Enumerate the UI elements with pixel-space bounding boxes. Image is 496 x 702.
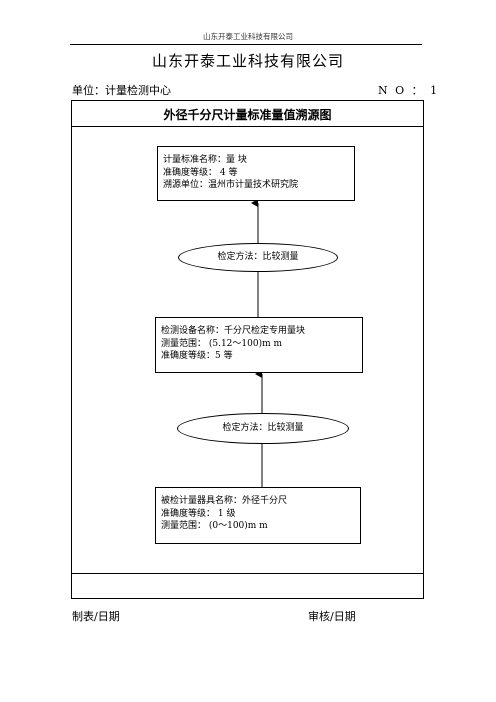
- device-accuracy: 准确度等级：5 等: [161, 351, 233, 361]
- prepared-by-date: 制表/日期: [72, 610, 120, 623]
- method-2-label: 检定方法：比较测量: [222, 423, 304, 433]
- instrument-name: 被检计量器具名称：外径千分尺: [161, 496, 288, 506]
- frame-bottom-divider: [71, 573, 424, 574]
- running-header: 山东开泰工业科技有限公司: [203, 32, 293, 41]
- method-oval-1: 检定方法：比较测量: [178, 243, 338, 272]
- instrument-accuracy: 准确度等级： 1 级: [161, 508, 236, 519]
- instrument-box: 被检计量器具名称：外径千分尺 准确度等级： 1 级 测量范围： (0～100)m…: [155, 487, 361, 544]
- standard-accuracy: 准确度等级： 4 等: [163, 167, 238, 178]
- standard-box: 计量标准名称：量 块 准确度等级： 4 等 溯源单位：温州市计量技术研究院: [157, 146, 355, 201]
- diagram-frame: [71, 100, 424, 599]
- header-divider: [70, 44, 422, 45]
- device-name: 检测设备名称：千分尺检定专用量块: [161, 326, 306, 336]
- instrument-range: 测量范围： (0～100)m m: [161, 521, 268, 531]
- device-box: 检测设备名称：千分尺检定专用量块 测量范围： (5.12～100)m m 准确度…: [155, 317, 363, 373]
- standard-trace-unit: 溯源单位：温州市计量技术研究院: [163, 180, 299, 190]
- company-name: 山东开泰工业科技有限公司: [151, 52, 344, 70]
- device-range: 测量范围： (5.12～100)m m: [161, 338, 283, 349]
- diagram-title: 外径千分尺计量标准量值溯源图: [163, 108, 332, 122]
- method-oval-2: 检定方法：比较测量: [177, 413, 349, 444]
- reviewed-by-date: 审核/日期: [308, 610, 356, 623]
- method-1-label: 检定方法：比较测量: [217, 252, 299, 262]
- title-row: [71, 100, 424, 127]
- standard-name: 计量标准名称：量 块: [163, 155, 247, 165]
- document-number: N O ： 1: [378, 84, 440, 97]
- unit-label: 单位：计量检测中心: [72, 84, 171, 97]
